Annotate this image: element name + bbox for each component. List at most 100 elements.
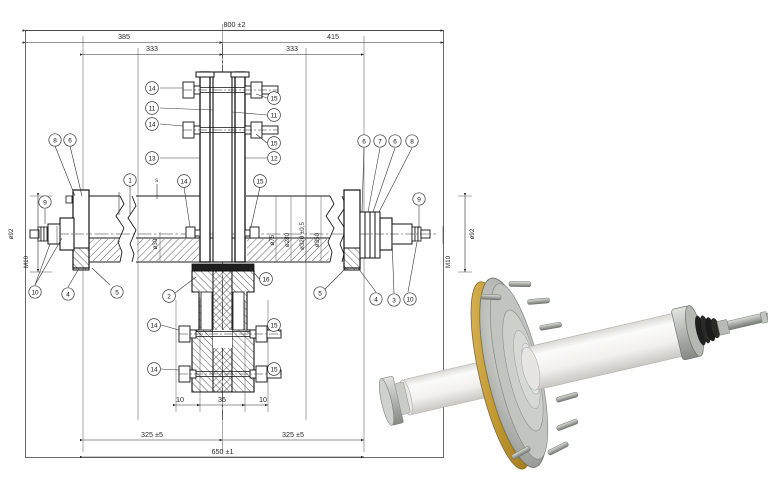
balloon-center-mid-14[interactable]: 14 — [177, 174, 191, 188]
balloon-left-1[interactable]: 1 — [123, 173, 137, 187]
balloon-label: 1 — [128, 177, 132, 184]
right-end-fitting — [343, 189, 431, 271]
balloon-lower-15a[interactable]: 15 — [267, 318, 281, 332]
balloon-lower-2[interactable]: 2 — [162, 289, 176, 303]
dim-label-right-half: 325 ±5 — [282, 430, 304, 439]
break-line-right — [325, 195, 335, 263]
balloon-right-7[interactable]: 7 — [373, 134, 387, 148]
center-flange-assembly — [195, 71, 250, 263]
photo-right-end-cap — [671, 305, 704, 361]
dim-label-right-thread: M10 — [445, 255, 452, 268]
balloon-center-12[interactable]: 12 — [267, 151, 281, 165]
balloon-left-9[interactable]: 9 — [38, 195, 52, 209]
dim-label-bolt-circle-dia: ø320 ±0,5 — [299, 222, 306, 250]
balloon-right-8[interactable]: 8 — [405, 134, 419, 148]
balloon-left-6[interactable]: 6 — [63, 133, 77, 147]
balloon-right-6a[interactable]: 6 — [357, 134, 371, 148]
balloon-label: 16 — [262, 276, 270, 283]
balloon-right-5[interactable]: 5 — [313, 286, 327, 300]
balloon-label: 6 — [362, 138, 366, 145]
break-line-left — [115, 195, 125, 263]
dim-label-left-step: 10 — [176, 395, 184, 404]
dim-label-left-terminal-dia: ø92 — [8, 228, 15, 239]
balloon-center-14b[interactable]: 14 — [145, 117, 159, 131]
dim-label-tube-bore: ø30 — [152, 238, 159, 249]
balloon-right-10[interactable]: 10 — [403, 292, 417, 306]
balloon-label: 15 — [256, 178, 264, 185]
balloon-lower-16[interactable]: 16 — [259, 272, 273, 286]
balloon-lower-15b[interactable]: 15 — [267, 362, 281, 376]
product-photograph — [378, 277, 768, 470]
balloon-right-9[interactable]: 9 — [412, 192, 426, 206]
balloon-center-15b[interactable]: 15 — [267, 136, 281, 150]
dim-label-right-step: 10 — [259, 395, 267, 404]
balloon-label: 14 — [148, 121, 156, 128]
balloon-lower-14b[interactable]: 14 — [147, 362, 161, 376]
extension-lines — [82, 24, 365, 452]
dim-label-left-thread: M10 — [23, 255, 30, 268]
balloon-left-8[interactable]: 8 — [48, 133, 62, 147]
dim-label-left-half: 325 ±5 — [141, 430, 163, 439]
lower-stem-assembly — [191, 263, 255, 393]
stem-seal-cap — [191, 263, 255, 272]
balloon-center-15a[interactable]: 15 — [267, 91, 281, 105]
lower-bolt-row-1 — [178, 325, 282, 343]
section-hatching — [88, 239, 358, 261]
dim-label-flange-outer-dia: ø350 — [314, 232, 321, 247]
upper-bolt-row-2 — [182, 121, 279, 139]
balloon-center-14a[interactable]: 14 — [145, 81, 159, 95]
balloon-group-center-mid: 14 15 — [177, 174, 267, 188]
balloon-right-3[interactable]: 3 — [387, 293, 401, 307]
balloon-group-right: 6 7 6 8 9 5 4 — [313, 134, 426, 307]
photo-terminal-stud — [716, 309, 768, 336]
balloon-right-4[interactable]: 4 — [369, 292, 383, 306]
photo-stud-bolts — [480, 281, 579, 460]
dim-label-right-span: 415 — [327, 32, 339, 41]
annotation-label-s: s — [155, 177, 158, 184]
balloon-left-5[interactable]: 5 — [110, 285, 124, 299]
balloon-label: 4 — [374, 296, 378, 303]
bellows-stack — [359, 211, 381, 259]
balloon-center-13[interactable]: 13 — [145, 151, 159, 165]
balloon-group-center-lower: 2 16 14 15 14 15 — [147, 272, 281, 376]
wall-thickness-annotation: s — [155, 177, 158, 199]
balloon-center-11a[interactable]: 11 — [145, 101, 159, 115]
balloon-label: 14 — [150, 322, 158, 329]
dim-label-right-inner: 333 — [286, 44, 298, 53]
balloon-label: 9 — [417, 196, 421, 203]
balloon-label: 8 — [410, 138, 414, 145]
left-terminal-tip — [29, 229, 40, 239]
balloon-label: 5 — [318, 290, 322, 297]
dim-label-inner-seat-dia: ø75 — [269, 234, 276, 245]
right-vertical-dimensions: ø92 M10 — [442, 193, 476, 273]
balloon-label: 15 — [270, 366, 278, 373]
balloon-label: 15 — [270, 322, 278, 329]
balloon-label: 14 — [148, 85, 156, 92]
balloon-label: 12 — [270, 155, 278, 162]
balloon-label: 4 — [66, 291, 70, 298]
balloon-label: 6 — [68, 137, 72, 144]
top-dimension-group: 800 ±2 385 415 333 333 — [22, 20, 444, 56]
dim-label-gasket-dia: ø280 — [284, 232, 291, 247]
center-diameter-dimensions: ø30 ø75 ø280 ø320 ±0,5 ø350 — [152, 196, 322, 262]
balloon-label: 14 — [150, 366, 158, 373]
break-line-left-2 — [127, 195, 137, 263]
balloon-label: 14 — [180, 178, 188, 185]
balloon-label: 2 — [167, 293, 171, 300]
dim-label-right-terminal-dia: ø92 — [469, 228, 476, 239]
balloon-label: 13 — [148, 155, 156, 162]
upper-bolt-row-1 — [182, 81, 279, 99]
insulator-tube-assembly — [88, 195, 358, 263]
balloon-label: 10 — [406, 296, 414, 303]
balloon-lower-14a[interactable]: 14 — [147, 318, 161, 332]
balloon-center-mid-15[interactable]: 15 — [253, 174, 267, 188]
balloon-label: 3 — [392, 297, 396, 304]
dim-label-left-inner: 333 — [146, 44, 158, 53]
left-vertical-dimensions: ø92 M10 — [8, 193, 58, 273]
balloon-right-6b[interactable]: 6 — [388, 134, 402, 148]
balloon-center-11b[interactable]: 11 — [267, 108, 281, 122]
balloon-left-10[interactable]: 10 — [28, 285, 42, 299]
balloon-label: 7 — [378, 138, 382, 145]
balloon-left-4[interactable]: 4 — [61, 287, 75, 301]
